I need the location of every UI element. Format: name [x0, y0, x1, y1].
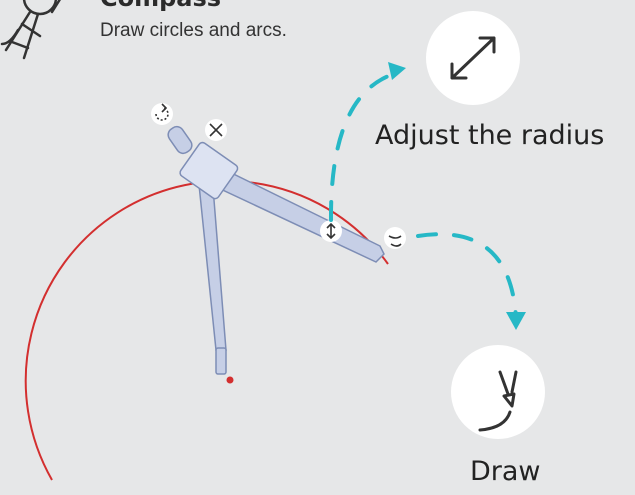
- compass-tool-icon: [2, 0, 62, 58]
- page-subtitle: Draw circles and arcs.: [100, 20, 287, 42]
- diagonal-double-arrow-icon: [426, 11, 520, 105]
- rotate-icon[interactable]: [151, 103, 173, 125]
- adjust-radius-label: Adjust the radius: [375, 120, 604, 151]
- radius-arrows-icon[interactable]: [320, 220, 342, 242]
- guide-arrow-adjust-head: [388, 62, 406, 80]
- draw-label: Draw: [470, 456, 541, 487]
- guide-arrow-draw-head: [506, 312, 526, 330]
- page-title: Compass: [100, 0, 221, 12]
- compass-needle-leg[interactable]: [198, 175, 234, 384]
- guide-arrow-draw: [418, 234, 516, 318]
- pencil-tip-arc-icon: [451, 345, 545, 439]
- pencil-tip-icon[interactable]: [384, 227, 406, 249]
- move-crosshair-icon[interactable]: [205, 119, 227, 141]
